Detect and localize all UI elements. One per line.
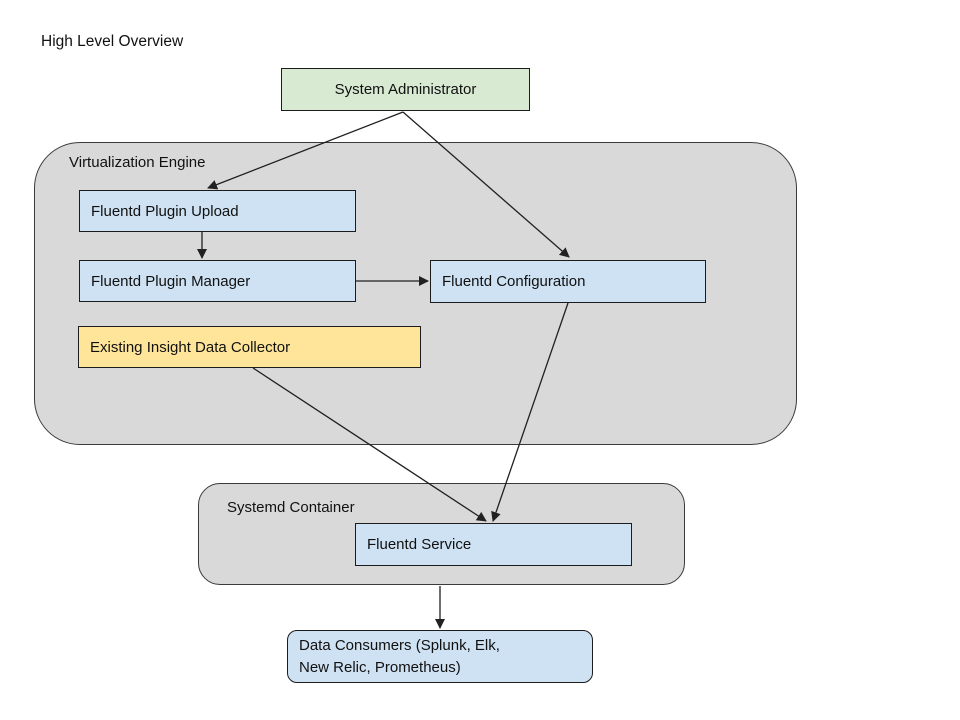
node-system-administrator: System Administrator (281, 68, 530, 111)
node-data-consumers-label-line1: Data Consumers (Splunk, Elk, (299, 636, 500, 654)
container-virtualization-engine-label: Virtualization Engine (69, 154, 206, 171)
node-fluentd-plugin-manager: Fluentd Plugin Manager (79, 260, 356, 302)
node-fluentd-configuration: Fluentd Configuration (430, 260, 706, 303)
node-existing-insight-data-collector-label: Existing Insight Data Collector (90, 338, 291, 356)
node-fluentd-plugin-manager-label: Fluentd Plugin Manager (91, 272, 251, 290)
node-fluentd-service: Fluentd Service (355, 523, 632, 566)
node-system-administrator-label: System Administrator (334, 81, 477, 98)
node-fluentd-service-label: Fluentd Service (367, 536, 472, 553)
node-fluentd-plugin-upload-label: Fluentd Plugin Upload (91, 202, 239, 220)
node-data-consumers-label-line2: New Relic, Prometheus) (299, 658, 461, 676)
node-fluentd-configuration-label: Fluentd Configuration (442, 273, 586, 290)
node-existing-insight-data-collector: Existing Insight Data Collector (78, 326, 421, 368)
diagram-title: High Level Overview (41, 33, 184, 50)
container-systemd-label: Systemd Container (227, 499, 355, 516)
node-data-consumers: Data Consumers (Splunk, Elk, New Relic, … (287, 630, 593, 683)
node-fluentd-plugin-upload: Fluentd Plugin Upload (79, 190, 356, 232)
